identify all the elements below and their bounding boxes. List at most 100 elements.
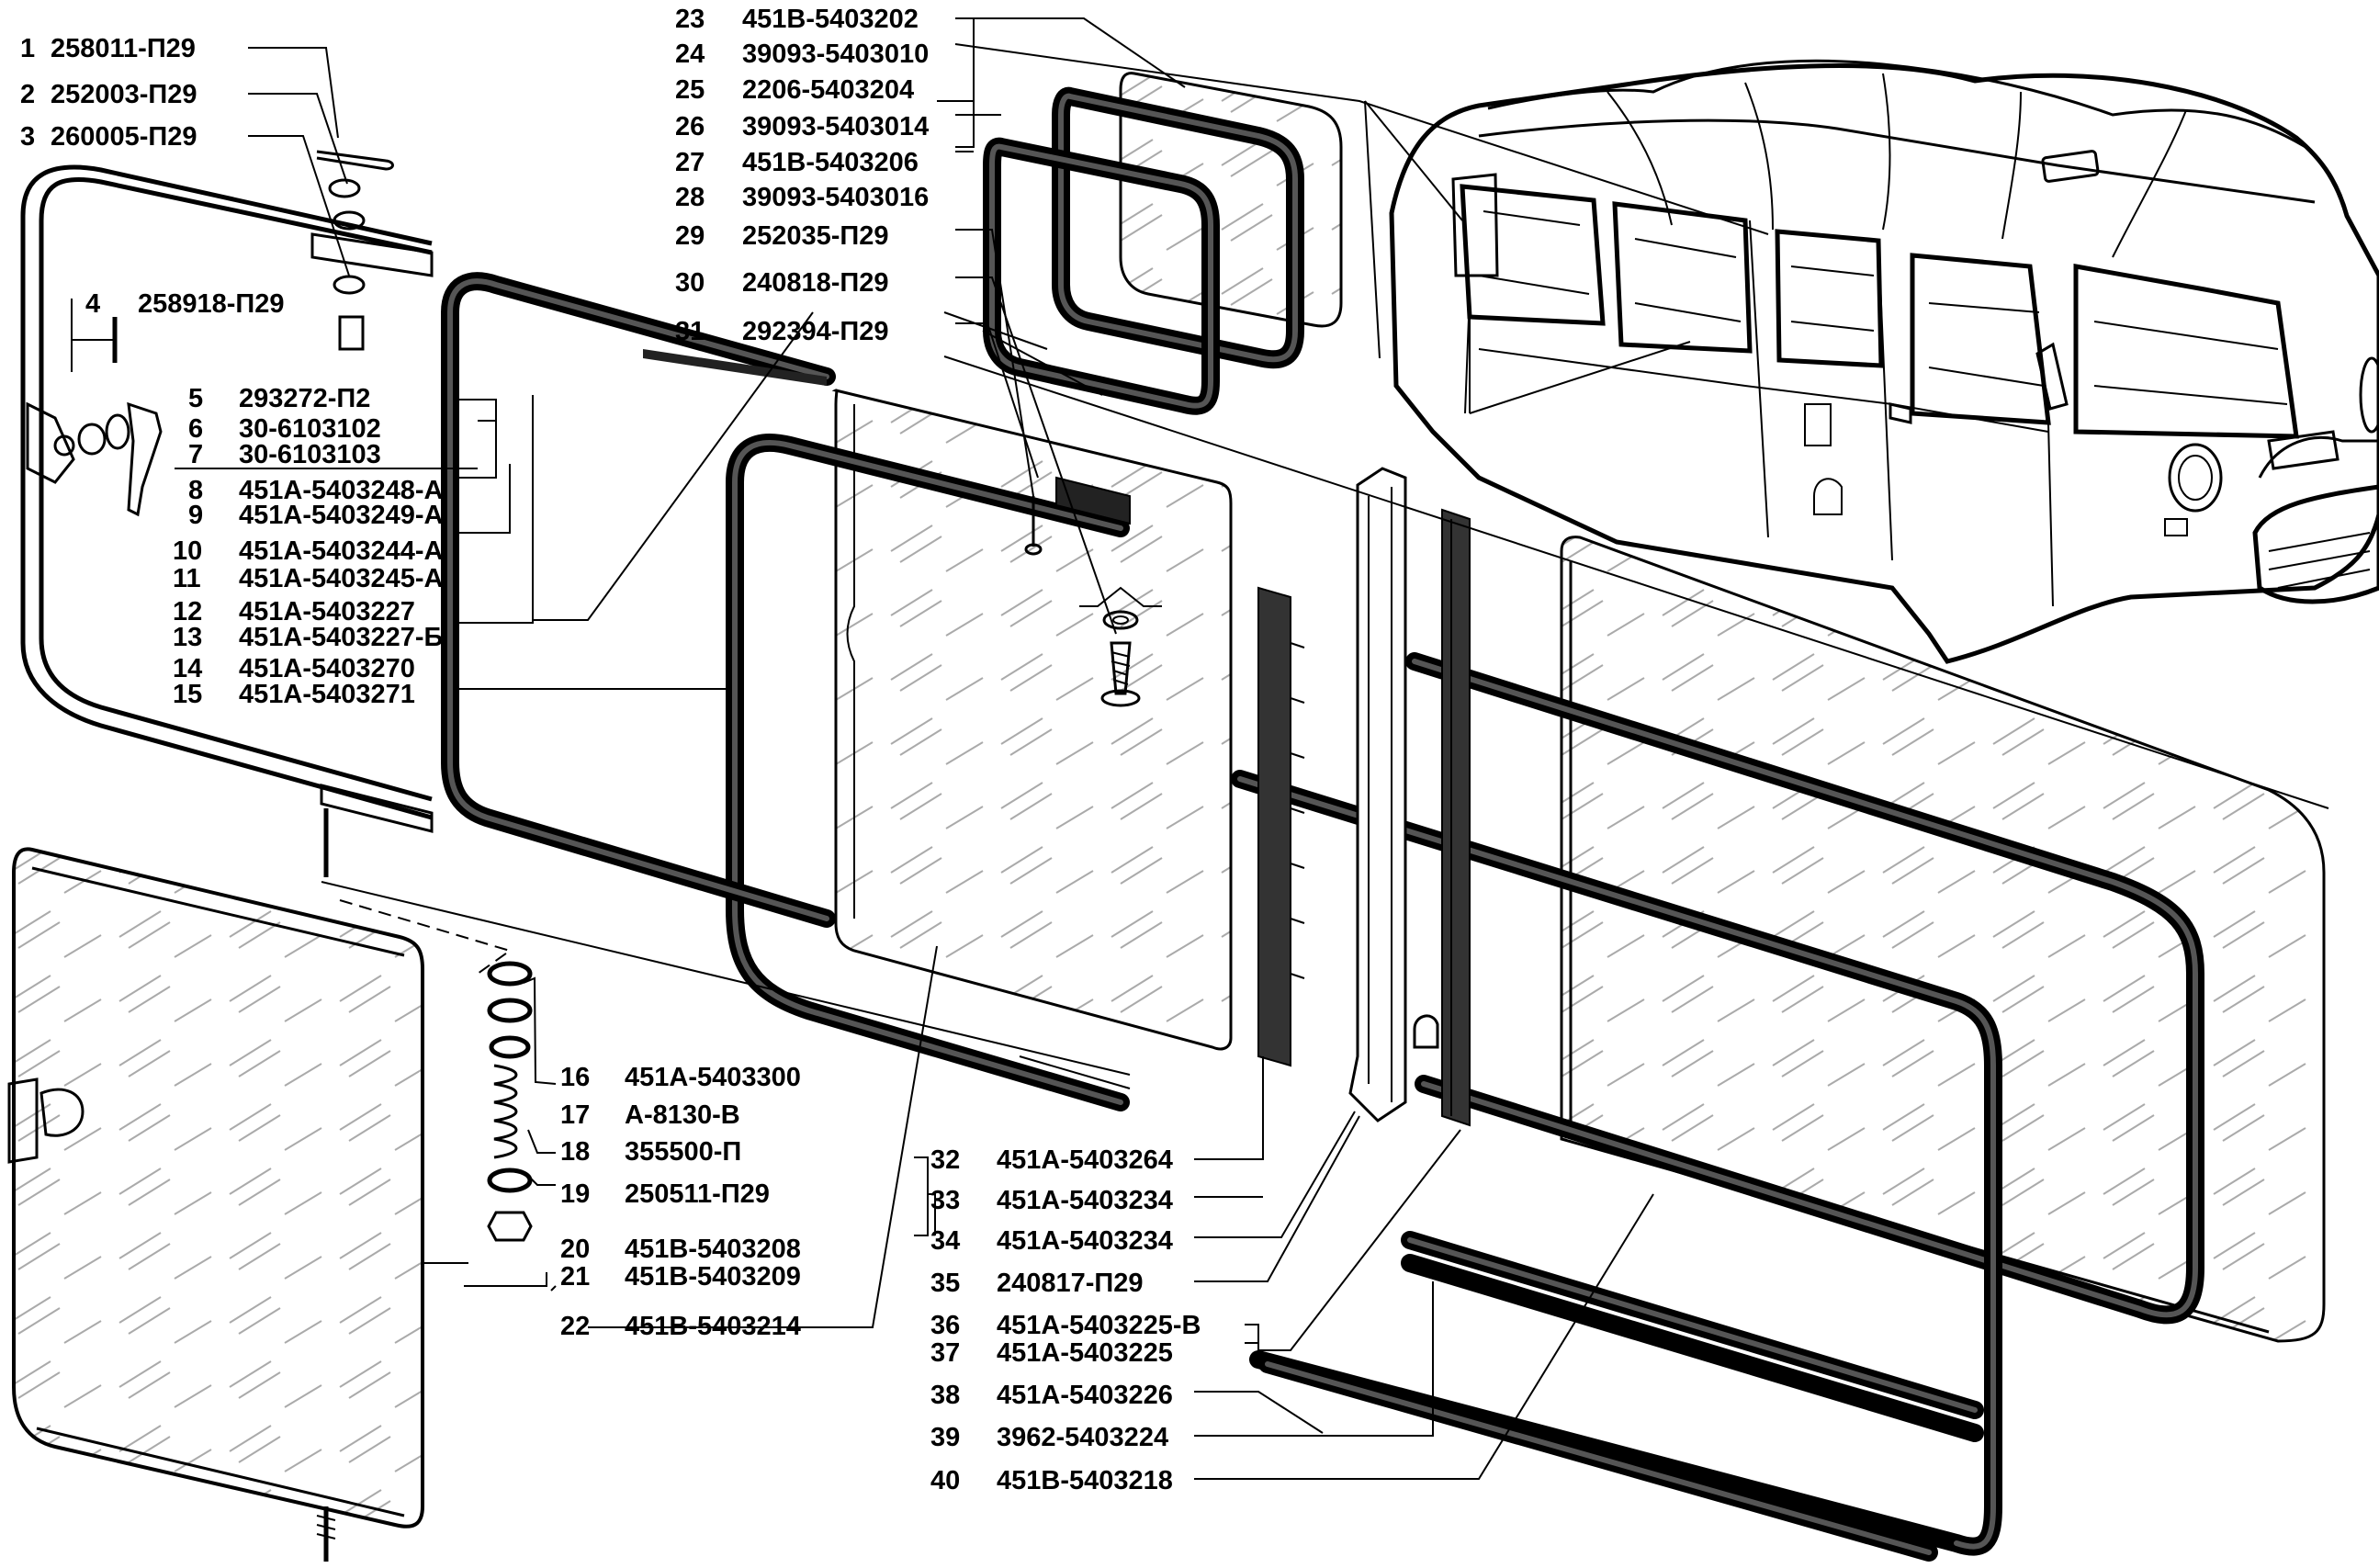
part-number: 18 <box>560 1137 590 1167</box>
part-code: 252035-П29 <box>742 221 889 251</box>
part-label-13: 13 451А-5403227-Б <box>173 623 443 652</box>
part-number: 33 <box>930 1186 960 1215</box>
part-code: 451А-5403234 <box>997 1226 1173 1256</box>
part-number: 40 <box>930 1466 960 1495</box>
part-label-17: 17 А-8130-В <box>560 1100 740 1130</box>
part-number: 9 <box>188 501 203 530</box>
part-number: 12 <box>173 597 202 626</box>
part-number: 22 <box>560 1312 590 1341</box>
sliding-glass-center <box>831 389 1233 1051</box>
part-number: 17 <box>560 1100 590 1130</box>
part-number: 4 <box>85 289 100 319</box>
part-number: 26 <box>675 112 705 141</box>
part-label-18: 18 355500-П <box>560 1137 741 1167</box>
part-code: 355500-П <box>625 1137 741 1167</box>
part-code: 451А-5403245-А <box>239 564 444 593</box>
part-code: 30-6103102 <box>239 414 381 444</box>
upper-small-window <box>983 72 1343 415</box>
part-number: 1 <box>20 34 35 63</box>
part-code: 2206-5403204 <box>742 75 914 105</box>
part-number: 13 <box>173 623 202 652</box>
part-code: 39093-5403014 <box>742 112 929 141</box>
part-number: 11 <box>173 564 201 593</box>
part-number: 28 <box>675 183 705 212</box>
vertical-channels <box>1257 467 1471 1127</box>
part-number: 25 <box>675 75 705 105</box>
part-number: 24 <box>675 39 705 69</box>
part-number: 19 <box>560 1179 590 1209</box>
part-label-4: 4 258918-П29 <box>85 289 285 319</box>
part-label-9: 9 451А-5403249-А <box>188 501 444 530</box>
part-code: 451А-5403271 <box>239 680 415 709</box>
part-number: 37 <box>930 1338 960 1368</box>
part-number: 35 <box>930 1269 960 1298</box>
part-code: 451А-5403300 <box>625 1063 801 1092</box>
part-code: 451А-5403226 <box>997 1381 1173 1410</box>
part-code: 451А-5403225 <box>997 1338 1173 1368</box>
part-code: 293272-П2 <box>239 384 370 413</box>
part-code: 451В-5403218 <box>997 1466 1173 1495</box>
screw-washer-group <box>1024 496 1162 707</box>
upper-channel-seal <box>441 272 836 928</box>
part-code: 258011-П29 <box>51 34 196 63</box>
part-number: 31 <box>675 317 705 346</box>
part-code: 451В-5403209 <box>625 1262 801 1292</box>
left-window-frame <box>20 150 444 833</box>
part-code: 258918-П29 <box>138 289 285 319</box>
part-number: 2 <box>20 80 35 109</box>
part-label-21: 21 451В-5403209 <box>560 1262 801 1292</box>
part-label-25: 25 2206-5403204 <box>675 75 914 105</box>
part-label-40: 40 451В-5403218 <box>930 1466 1173 1495</box>
part-number: 27 <box>675 148 705 177</box>
part-code: 39093-5403010 <box>742 39 929 69</box>
part-code: 451В-5403206 <box>742 148 919 177</box>
part-code: 451А-5403249-А <box>239 501 444 530</box>
part-code: 260005-П29 <box>51 122 197 152</box>
part-code: 39093-5403016 <box>742 183 929 212</box>
part-label-23: 23 451В-5403202 <box>675 5 919 34</box>
part-code: 30-6103103 <box>239 440 381 469</box>
part-number: 6 <box>188 414 203 444</box>
part-label-34: 34 451А-5403234 <box>930 1226 1173 1256</box>
part-code: 240817-П29 <box>997 1269 1144 1298</box>
part-label-24: 24 39093-5403010 <box>675 39 929 69</box>
part-label-28: 28 39093-5403016 <box>675 183 929 212</box>
part-label-11: 11 451А-5403245-А <box>173 564 444 593</box>
part-code: 451В-5403214 <box>625 1312 801 1341</box>
part-number: 23 <box>675 5 705 34</box>
van-body <box>1364 59 2379 664</box>
lower-left-glass <box>7 808 424 1562</box>
part-code: 451А-5403248-А <box>239 476 444 505</box>
part-code: 240818-П29 <box>742 268 889 298</box>
part-number: 14 <box>173 654 202 683</box>
part-number: 32 <box>930 1145 960 1175</box>
part-label-38: 38 451А-5403226 <box>930 1381 1173 1410</box>
leader-lines <box>71 17 2329 1480</box>
part-number: 21 <box>560 1262 590 1292</box>
part-number: 15 <box>173 680 202 709</box>
part-code: 451А-5403227 <box>239 597 415 626</box>
part-code: 451А-5403270 <box>239 654 415 683</box>
part-number: 34 <box>930 1226 960 1256</box>
part-number: 36 <box>930 1311 960 1340</box>
part-code: 451А-5403227-Б <box>239 623 443 652</box>
part-label-12: 12 451А-5403227 <box>173 597 415 626</box>
spring-stack <box>339 899 533 1242</box>
part-number: 38 <box>930 1381 960 1410</box>
part-number: 3 <box>20 122 35 152</box>
part-code: А-8130-В <box>625 1100 740 1130</box>
part-label-15: 15 451А-5403271 <box>173 680 415 709</box>
part-code: 3962-5403224 <box>997 1423 1168 1452</box>
part-code: 451В-5403202 <box>742 5 919 34</box>
